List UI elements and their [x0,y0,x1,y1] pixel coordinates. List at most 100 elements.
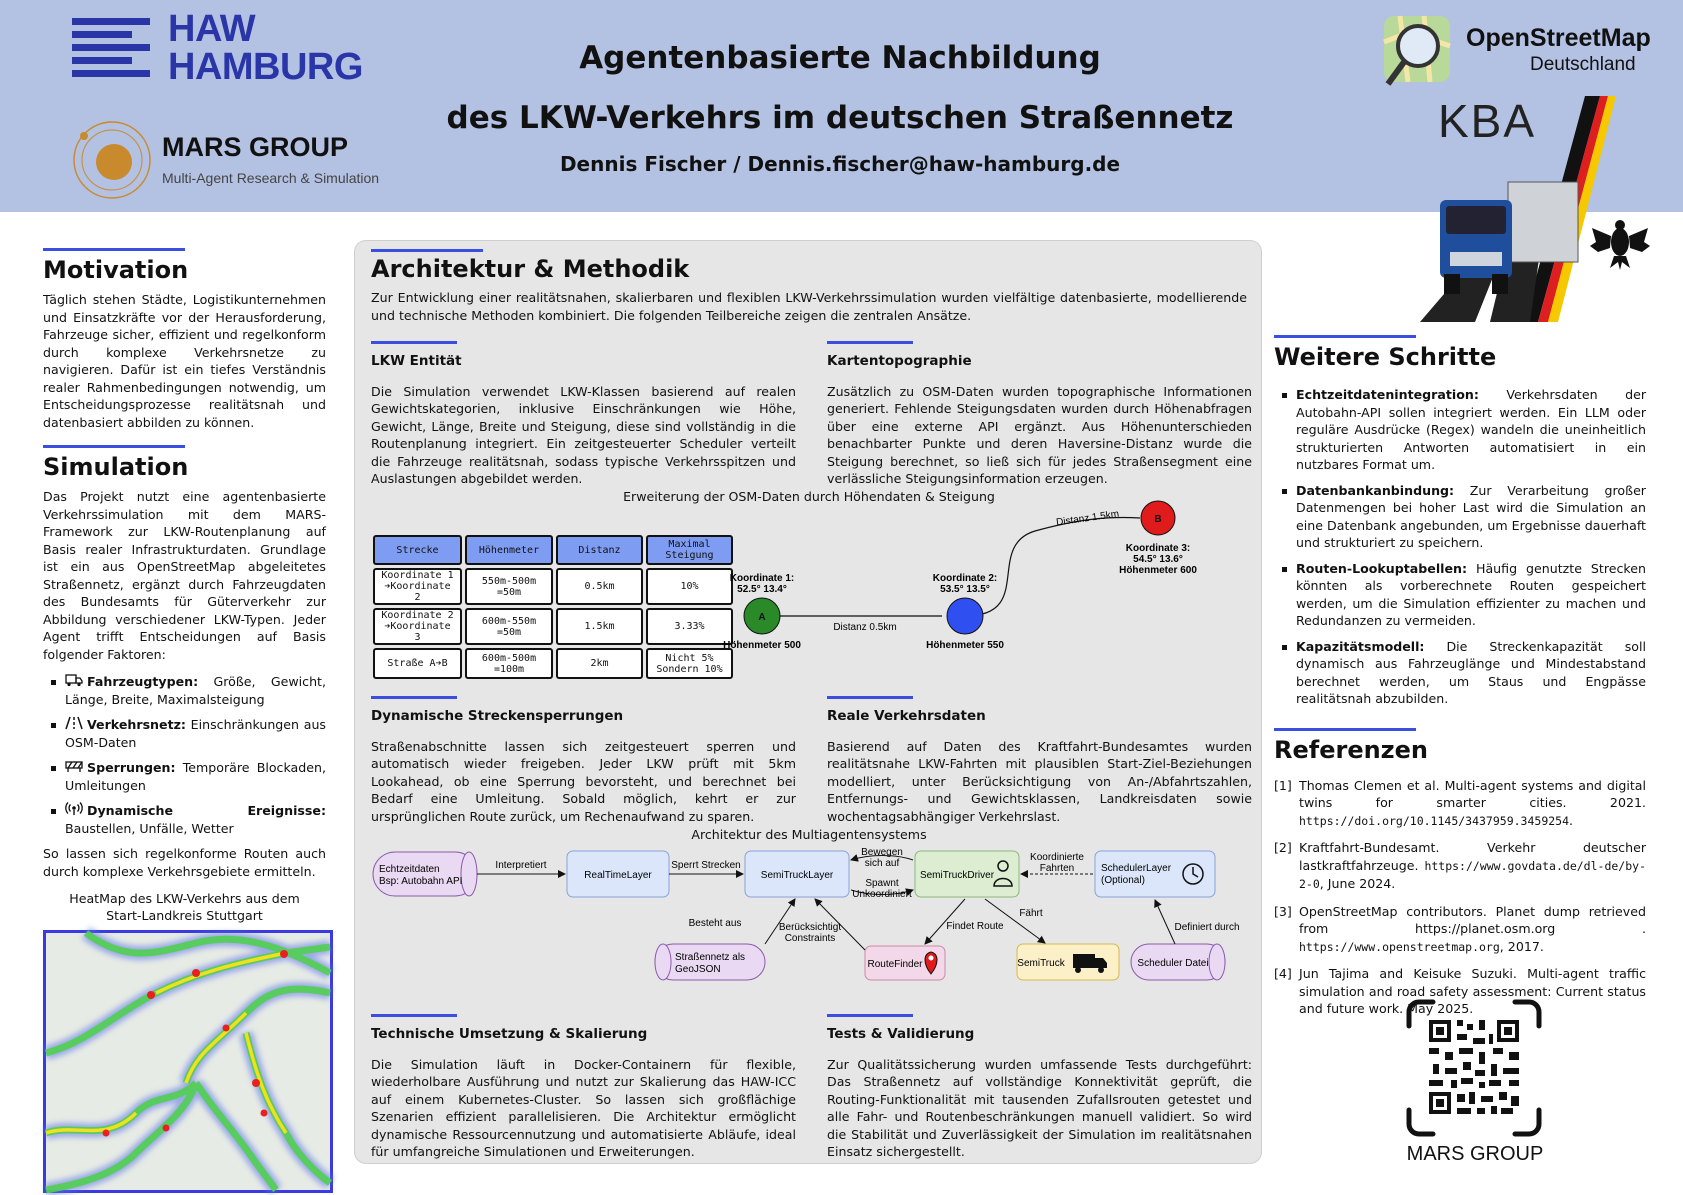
list-item: Verkehrsnetz: Einschränkungen aus OSM-Da… [43,716,326,751]
list-item: [3]OpenStreetMap contributors. Planet du… [1274,903,1646,954]
references-heading: Referenzen [1274,735,1429,764]
svg-text:Unkoordiniert: Unkoordiniert [852,889,912,900]
karte-section: Kartentopographie Zusätzlich zu OSM-Date… [827,341,1252,488]
routefinder-node [864,945,946,981]
node-a [743,597,781,635]
svg-text:Koordinate 2:: Koordinate 2: [933,573,997,584]
qr-code-icon[interactable] [1405,998,1543,1138]
svg-text:GeoJSON: GeoJSON [675,964,721,975]
arrow-bewegen [850,854,914,862]
svg-text:RouteFinder: RouteFinder [867,959,923,970]
person-icon [993,860,1013,887]
haw-logo-line1: HAW [168,8,256,50]
sperrung-section: Dynamische Streckensperrungen Straßenabs… [371,696,796,825]
osm-logo-name: OpenStreetMap [1466,24,1651,52]
svg-text:Sperrt Strecken: Sperrt Strecken [671,860,740,871]
heatmap-caption: HeatMap des LKW-Verkehrs aus dem Start-L… [69,891,300,923]
mars-planet-icon [73,121,151,199]
broadcast-icon [65,802,83,815]
svg-text:B: B [1154,514,1161,525]
table-header: Maximal Steigung [646,535,733,565]
poster-title-block: Agentenbasierte Nachbildung des LKW-Verk… [420,28,1260,176]
elevation-table: Strecke Höhenmeter Distanz Maximal Steig… [370,532,736,682]
haw-logo-line2: HAMBURG [168,46,363,88]
architecture-intro: Zur Entwicklung einer realitätsnahen, sk… [371,290,1247,323]
table-header: Distanz [556,535,643,565]
poster-title-line1: Agentenbasierte Nachbildung [579,40,1101,76]
real-data-text: Basierend auf Daten des Kraftfahrt-Bunde… [827,738,1252,824]
qr-label: MARS GROUP [1406,1143,1544,1165]
lkw-heading: LKW Entität [371,353,462,369]
svg-text:52.5° 13.4°: 52.5° 13.4° [737,584,787,595]
osm-figure-caption: Erweiterung der OSM-Daten durch Höhendat… [623,489,995,504]
list-item: Kapazitätsmodell: Die Streckenkapazität … [1274,638,1646,708]
simulation-text: Das Projekt nutzt eine agentenbasierte V… [43,489,326,662]
poster-header: HAW HAMBURG MARS GROUP Multi-Agent Resea… [0,0,1683,322]
kba-truck-icon [1420,96,1650,322]
svg-text:A: A [758,612,765,623]
semitruck-layer-node [744,850,850,898]
simulation-closing: So lassen sich regelkonforme Routen auch… [43,846,326,879]
table-row: Straße A➔B 600m-500m =100m 2km Nicht 5% … [373,648,733,679]
motivation-text: Täglich stehen Städte, Logistikunternehm… [43,292,326,430]
svg-text:Besteht aus: Besteht aus [689,918,742,929]
poster-author: Dennis Fischer / Dennis.fischer@haw-hamb… [559,152,1121,176]
truck-icon [1073,954,1107,973]
reference-link[interactable]: https://doi.org/10.1145/3437959.3459254 [1299,813,1570,828]
svg-text:Interpretiert: Interpretiert [495,860,546,871]
svg-text:Bewegen: Bewegen [861,847,903,858]
openstreetmap-logo: OpenStreetMap Deutschland [1380,12,1670,92]
strassennetz-node: Straßennetz als GeoJSON [654,943,766,981]
arrow-findet [924,898,966,945]
test-section: Tests & Validierung Zur Qualitätssicheru… [827,1014,1252,1161]
simulation-heading: Simulation [43,453,189,481]
haw-hamburg-logo: HAW HAMBURG [72,10,372,90]
mars-logo-title: MARS GROUP [162,132,349,162]
svg-text:Echtzeitdaten: Echtzeitdaten [379,864,440,875]
truck-icon [65,674,83,687]
real-data-section: Reale Verkehrsdaten Basierend auf Daten … [827,696,1252,825]
svg-text:Koordinierte: Koordinierte [1030,852,1084,863]
reference-link[interactable]: https://www.openstreetmap.org [1299,939,1500,954]
scheduler-layer-node [1094,850,1216,898]
svg-text:Höhenmeter 600: Höhenmeter 600 [1119,565,1197,576]
factor-list: Fahrzeugtypen: Größe, Gewicht, Länge, Br… [43,673,326,837]
motivation-heading: Motivation [43,256,189,284]
table-row: Koordinate 2 ➔Koordinate 3 600m-550m =50… [373,608,733,645]
architecture-heading: Architektur & Methodik [371,255,690,283]
list-item: Sperrungen: Temporäre Blockaden, Umleitu… [43,759,326,794]
svg-text:Constraints: Constraints [785,933,836,944]
svg-text:Höhenmeter 500: Höhenmeter 500 [723,640,801,651]
svg-text:Höhenmeter 550: Höhenmeter 550 [926,640,1004,651]
svg-text:Koordinate 1:: Koordinate 1: [730,573,794,584]
route-diagram: A B Koordinate 1: 52.5° 13.4° Höhenmeter… [723,500,1197,651]
kba-logo: KBA [1420,92,1650,327]
poster-title-line2: des LKW-Verkehrs im deutschen Straßennet… [446,100,1234,136]
node-b [1140,500,1176,536]
arrow-besteht [764,898,796,945]
tech-section: Technische Umsetzung & Skalierung Die Si… [371,1014,796,1161]
route-segment-2 [964,516,1141,617]
tech-text: Die Simulation läuft in Docker-Container… [371,1056,796,1160]
map-pin-icon [924,951,938,975]
list-item: Fahrzeugtypen: Größe, Gewicht, Länge, Br… [43,673,326,708]
sperrung-heading: Dynamische Streckensperrungen [371,708,624,724]
arrow-faehrt [984,898,1046,944]
arrow-definiert [1154,899,1176,945]
semitruck-node [1016,943,1120,981]
svg-text:Scheduler Datei: Scheduler Datei [1137,958,1208,969]
list-item: [2]Kraftfahrt-Bundesamt. Verkehr deutsch… [1274,840,1646,892]
karte-heading: Kartentopographie [827,353,972,369]
svg-text:Straßennetz als: Straßennetz als [675,952,745,963]
svg-text:SemiTruck: SemiTruck [1017,958,1065,969]
karte-text: Zusätzlich zu OSM-Daten wurden topograph… [827,383,1252,487]
node-mid [946,597,984,635]
right-column: Weitere Schritte Echtzeitdatenintegratio… [1274,335,1646,1027]
osm-magnifier-icon [1383,15,1451,86]
test-heading: Tests & Validierung [827,1026,975,1042]
semitruck-driver-node [914,850,1020,898]
table-header: Strecke [373,535,462,565]
mas-architecture-diagram: Echtzeitdaten Bsp: Autobahn API Interpre… [372,847,1240,981]
arrow-beruecksichtigt [814,898,866,951]
reference-link[interactable]: https://www.govdata.de/dl-de/by-2-0 [1299,858,1646,892]
